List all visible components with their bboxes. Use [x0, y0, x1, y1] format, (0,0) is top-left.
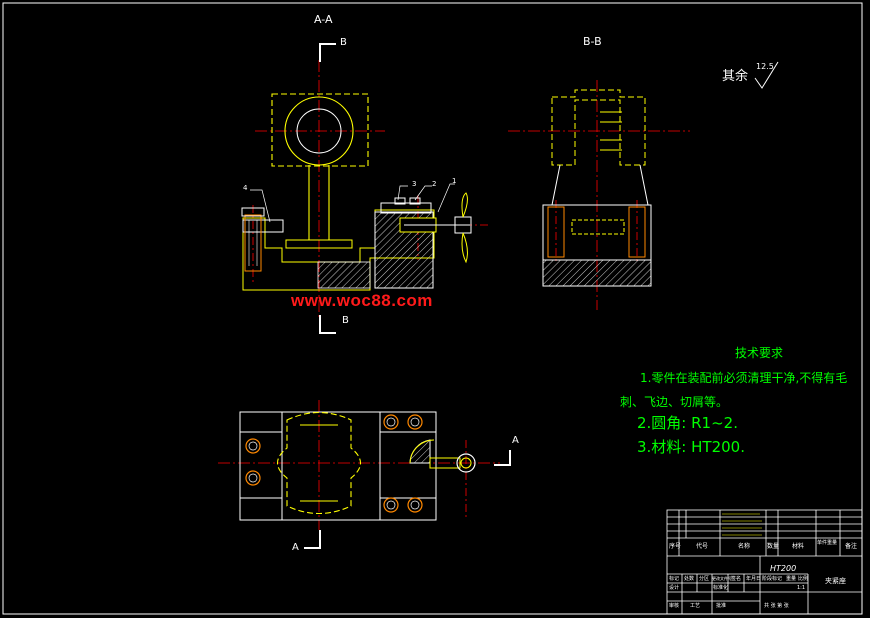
- base-section-hatch: [317, 261, 371, 289]
- cut-marker-a-right: [494, 450, 511, 466]
- tb-header-note: 备注: [845, 543, 858, 550]
- column-body: [271, 93, 369, 167]
- surface-finish-symbol: [754, 61, 779, 89]
- tb-sheet-label: 共 张 第 张: [764, 603, 789, 609]
- bore-inner: [296, 108, 342, 154]
- tb-drawing-name: 夹紧座: [825, 577, 846, 585]
- bolt-hole: [245, 438, 261, 454]
- tb-left-label-2: 分区: [699, 576, 710, 582]
- bolt-hole: [248, 441, 258, 451]
- tb-stage-label-0: 阶段标记: [762, 576, 783, 582]
- bolt-hole: [383, 497, 399, 513]
- nut-3: [394, 197, 406, 205]
- tb-header-name: 名称: [738, 543, 751, 550]
- leader-4: [250, 189, 271, 223]
- bolt-hole: [386, 500, 396, 510]
- tb-bottom-label-2: 审核: [669, 603, 680, 609]
- cut-marker-a-bottom: [304, 530, 321, 549]
- column-neck: [308, 165, 330, 240]
- column-fillet: [285, 239, 353, 249]
- bolt-hole: [407, 497, 423, 513]
- surface-finish-value: 12.5: [756, 62, 774, 71]
- bolt-head: [241, 207, 265, 217]
- top-column-inner: [300, 424, 338, 502]
- tb-header-qty: 数量: [767, 543, 780, 550]
- tb-header-seq: 序号: [669, 543, 682, 550]
- top-column: [276, 412, 362, 514]
- tech-requirements-title: 技术要求: [735, 346, 784, 360]
- handle-wing: [461, 192, 468, 264]
- column-side: [551, 89, 646, 166]
- tb-header-code: 代号: [696, 543, 709, 550]
- cut-label-b-top: B: [340, 37, 347, 48]
- tb-bottom-label-0: 设计: [669, 585, 680, 591]
- tb-left-label-5: 年月日: [746, 576, 762, 582]
- cut-label-a-bottom: A: [292, 542, 299, 553]
- surface-finish-label: 其余: [722, 69, 749, 84]
- bolt-side-left: [547, 206, 565, 258]
- section-aa-view: [241, 43, 490, 334]
- tb-stage-label-1: 重量: [786, 576, 797, 582]
- side-slot: [571, 219, 625, 235]
- tb-header-material: 材料: [792, 543, 805, 550]
- top-base: [239, 411, 437, 521]
- tb-stage-label-2: 比例: [798, 576, 809, 582]
- top-view: [218, 400, 511, 549]
- tech-req-item3: 3.材料: HT200.: [637, 438, 745, 456]
- section-bb-view: [508, 80, 690, 310]
- right-pad: [380, 202, 432, 214]
- tb-bottom-label-4: 批准: [716, 603, 727, 609]
- side-taper: [551, 164, 649, 206]
- clamp-screw-top: [429, 457, 461, 469]
- part-number-3: 3: [412, 180, 417, 188]
- tb-material: HT200: [770, 564, 797, 573]
- bolt-left: [244, 214, 262, 272]
- watermark: www.woc88.com: [291, 291, 433, 310]
- tb-left-label-0: 标记: [669, 576, 680, 582]
- part-number-2: 2: [432, 180, 437, 188]
- tb-bottom-label-1: 标准化: [713, 585, 729, 591]
- bolt-hole: [386, 417, 396, 427]
- tb-header-unit-weight: 单件重量: [817, 540, 838, 546]
- cut-label-b-bottom: B: [342, 315, 349, 326]
- handle-ring-inner: [460, 457, 472, 469]
- tb-bottom-label-3: 工艺: [690, 603, 701, 609]
- tb-left-label-3: 更改文件号: [712, 576, 732, 581]
- title-block: [666, 509, 863, 615]
- side-base-hatch: [542, 259, 652, 287]
- leader-3: [397, 185, 408, 201]
- clamp-arc: [409, 439, 435, 464]
- cut-marker-b-bottom: [319, 315, 336, 334]
- tb-left-label-4: 签名: [731, 576, 742, 582]
- bolt-hole: [410, 417, 420, 427]
- bolt-hole: [245, 470, 261, 486]
- left-pad: [242, 219, 284, 233]
- section-bb-label: B-B: [583, 35, 602, 48]
- tb-left-label-1: 处数: [684, 576, 695, 582]
- bolt-hole: [410, 500, 420, 510]
- bolt-hole: [407, 414, 423, 430]
- tech-req-item1-line2: 刺、飞边、切屑等。: [620, 395, 729, 409]
- part-number-1: 1: [452, 177, 457, 185]
- part-number-4: 4: [243, 184, 248, 192]
- section-aa-label: A-A: [314, 13, 333, 26]
- leader-1: [437, 183, 455, 213]
- bolt-hole: [383, 414, 399, 430]
- cut-label-a-right: A: [512, 435, 519, 446]
- leader-2: [414, 185, 432, 201]
- tb-ratio: 1:1: [797, 585, 806, 591]
- cut-marker-b-top: [319, 43, 336, 62]
- title-block-yellow-rows: [722, 513, 762, 536]
- bore-outer: [284, 96, 354, 166]
- bolt-side-right: [628, 206, 646, 258]
- tech-req-item1-line1: 1.零件在装配前必须清理干净,不得有毛: [640, 371, 848, 385]
- handle-ring: [456, 453, 476, 473]
- nut-2: [409, 197, 421, 205]
- bolt-hole: [248, 473, 258, 483]
- tech-req-item2: 2.圆角: R1~2.: [637, 414, 738, 432]
